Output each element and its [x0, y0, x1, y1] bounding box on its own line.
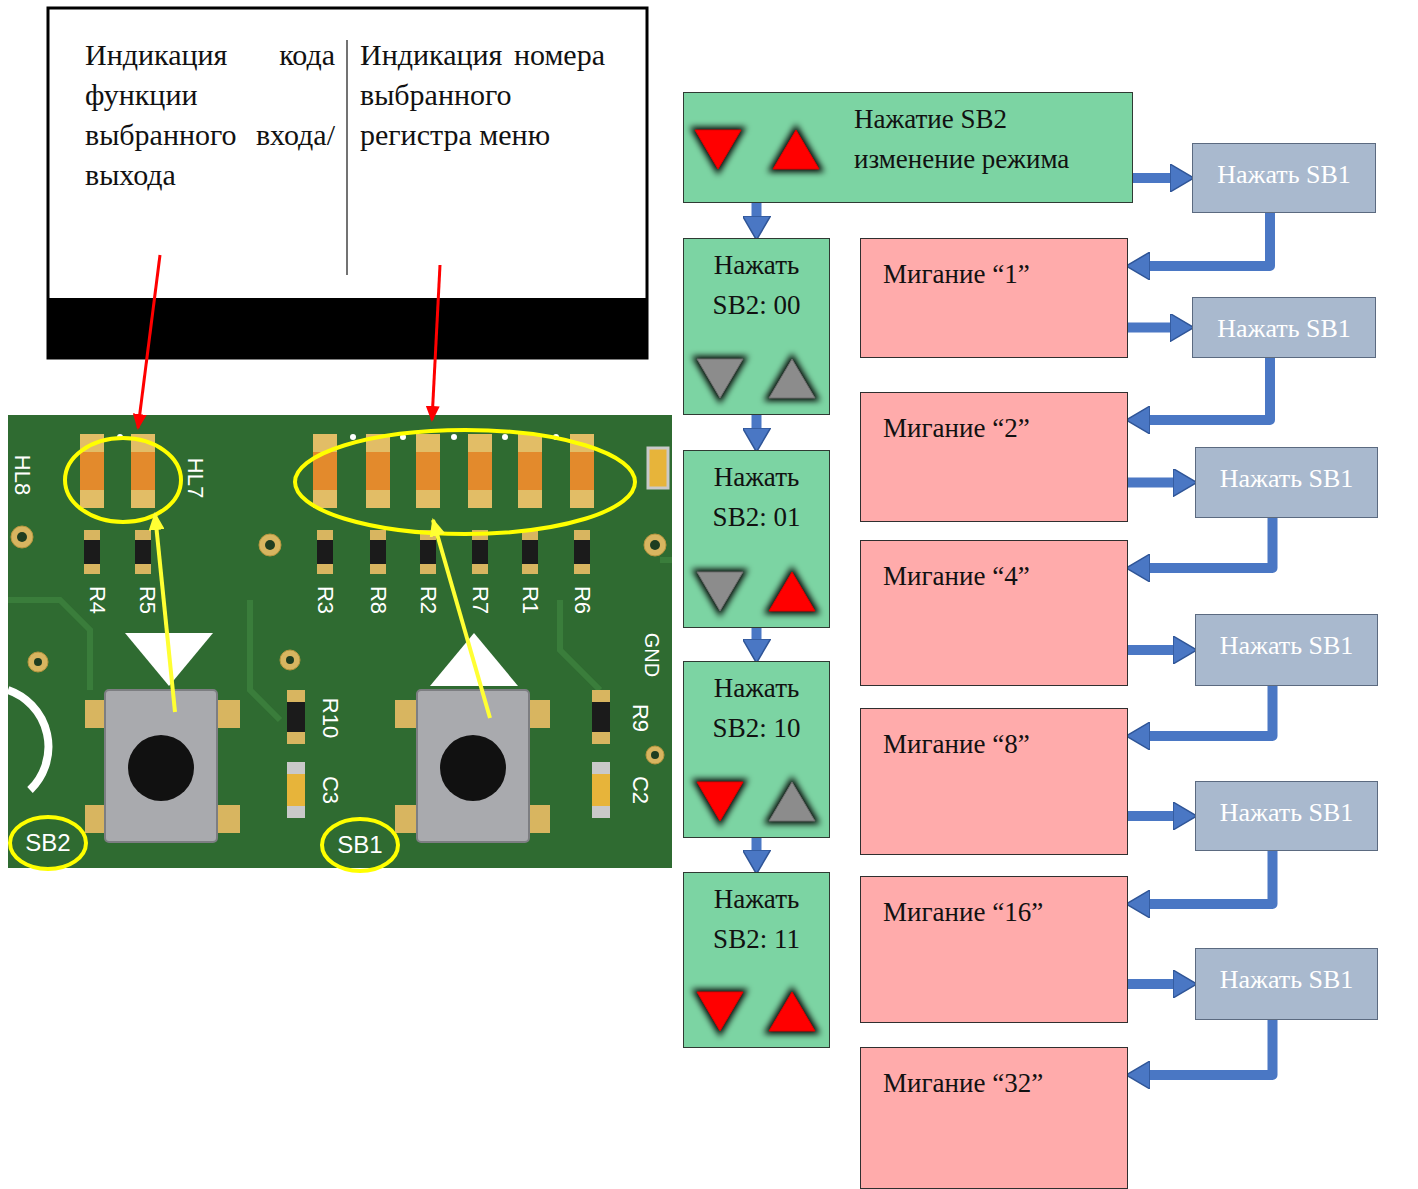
flow-arrow: [752, 415, 762, 428]
action-box: Нажать SB1: [1192, 143, 1376, 213]
part-name: R1: [519, 586, 541, 614]
pointer-arrow: [138, 255, 490, 718]
node-text: Индикация номера выбранного регистра мен…: [360, 35, 605, 155]
flow-arrow: [1150, 1020, 1273, 1075]
node-text: Нажать SB1: [1196, 949, 1377, 995]
part-name: C2: [629, 776, 651, 804]
node-text: Нажать SB1: [1196, 448, 1377, 494]
part-name: R8: [367, 586, 389, 614]
node-text: Мигание “8”: [861, 709, 1127, 761]
mode-step-box: Нажать SB2: 00: [683, 238, 830, 415]
arrow-icon: [694, 777, 746, 825]
mode-step-box: Нажать SB2: 10: [683, 661, 830, 838]
flow-arrow: [752, 838, 762, 850]
part-name: R6: [571, 586, 593, 614]
node-text: Мигание “1”: [861, 239, 1127, 291]
mode-box: Нажатие SB2 изменение режима: [683, 92, 1133, 203]
blink-box: Мигание “32”: [860, 1047, 1128, 1189]
part-name: R3: [314, 586, 336, 614]
arrow-icon: [766, 354, 818, 402]
info-frame: [48, 8, 647, 359]
part-name: R4: [86, 586, 108, 614]
part-name: R9: [629, 704, 651, 732]
arrow-icon: [770, 125, 822, 173]
flow-arrow: [1150, 686, 1273, 736]
part-name: R2: [417, 586, 439, 614]
node-text: Нажать SB2: 11: [684, 873, 829, 959]
part-name: R10: [319, 698, 341, 738]
node-text: Нажать SB1: [1193, 144, 1375, 190]
node-text: Мигание “4”: [861, 541, 1127, 593]
mode-step-box: Нажать SB2: 01: [683, 450, 830, 628]
node-text: Нажатие SB2 изменение режима: [684, 93, 1112, 179]
flow-arrow: [1150, 358, 1270, 420]
node-text: Нажать SB1: [1196, 782, 1377, 828]
node-text: Мигание “2”: [861, 393, 1127, 445]
node-text: Нажать SB1: [1193, 298, 1375, 344]
button-name: SB2: [25, 832, 70, 854]
button-name: SB1: [337, 834, 382, 856]
blink-box: Мигание “2”: [860, 392, 1128, 522]
highlight-ellipse: [10, 430, 635, 871]
flow-arrow: [1150, 518, 1273, 568]
node-text: Нажать SB2: 01: [684, 451, 829, 537]
part-name: R5: [136, 586, 158, 614]
small-parts: [287, 690, 610, 818]
flow-arrow: [752, 203, 762, 216]
action-box: Нажать SB1: [1195, 614, 1378, 686]
flow-arrow: [752, 628, 762, 639]
part-name: C3: [319, 776, 341, 804]
action-box: Нажать SB1: [1195, 948, 1378, 1020]
flow-arrow: [1128, 811, 1173, 821]
arrow-icon: [766, 567, 818, 615]
flow-arrow: [1128, 645, 1173, 655]
arrow-icon: [766, 777, 818, 825]
flow-arrow: [1128, 979, 1173, 989]
arrow-icon: [694, 567, 746, 615]
part-name: HL8: [11, 455, 33, 495]
node-text: Нажать SB2: 00: [684, 239, 829, 325]
arrow-icon: [692, 125, 744, 173]
part-name: HL7: [184, 458, 206, 498]
flow-arrow: [1133, 173, 1170, 183]
action-box: Нажать SB1: [1192, 297, 1376, 358]
part-name: GND: [641, 633, 663, 677]
arrow-icon: [694, 987, 746, 1035]
arrow-icon: [766, 987, 818, 1035]
flow-arrow: [1150, 851, 1273, 904]
arrow-icon: [694, 354, 746, 402]
pcb-board: [8, 415, 672, 868]
info-panel: Индикация кода функции выбранного входа/…: [47, 7, 648, 297]
flow-arrow: [1128, 478, 1173, 488]
mode-step-box: Нажать SB2: 11: [683, 872, 830, 1048]
blink-box: Мигание “4”: [860, 540, 1128, 686]
node-text: Мигание “32”: [861, 1048, 1127, 1100]
node-text: Нажать SB2: 10: [684, 662, 829, 748]
button-sb2: [85, 633, 240, 842]
blink-box: Мигание “1”: [860, 238, 1128, 358]
action-box: Нажать SB1: [1195, 447, 1378, 518]
blink-box: Мигание “8”: [860, 708, 1128, 855]
node-text: Нажать SB1: [1196, 615, 1377, 661]
flow-arrow: [1150, 213, 1270, 266]
action-box: Нажать SB1: [1195, 781, 1378, 851]
flow-arrow: [1128, 323, 1170, 333]
node-text: Индикация кода функции выбранного входа/…: [85, 35, 335, 195]
node-text: Мигание “16”: [861, 877, 1127, 929]
part-name: R7: [469, 586, 491, 614]
blink-box: Мигание “16”: [860, 876, 1128, 1023]
